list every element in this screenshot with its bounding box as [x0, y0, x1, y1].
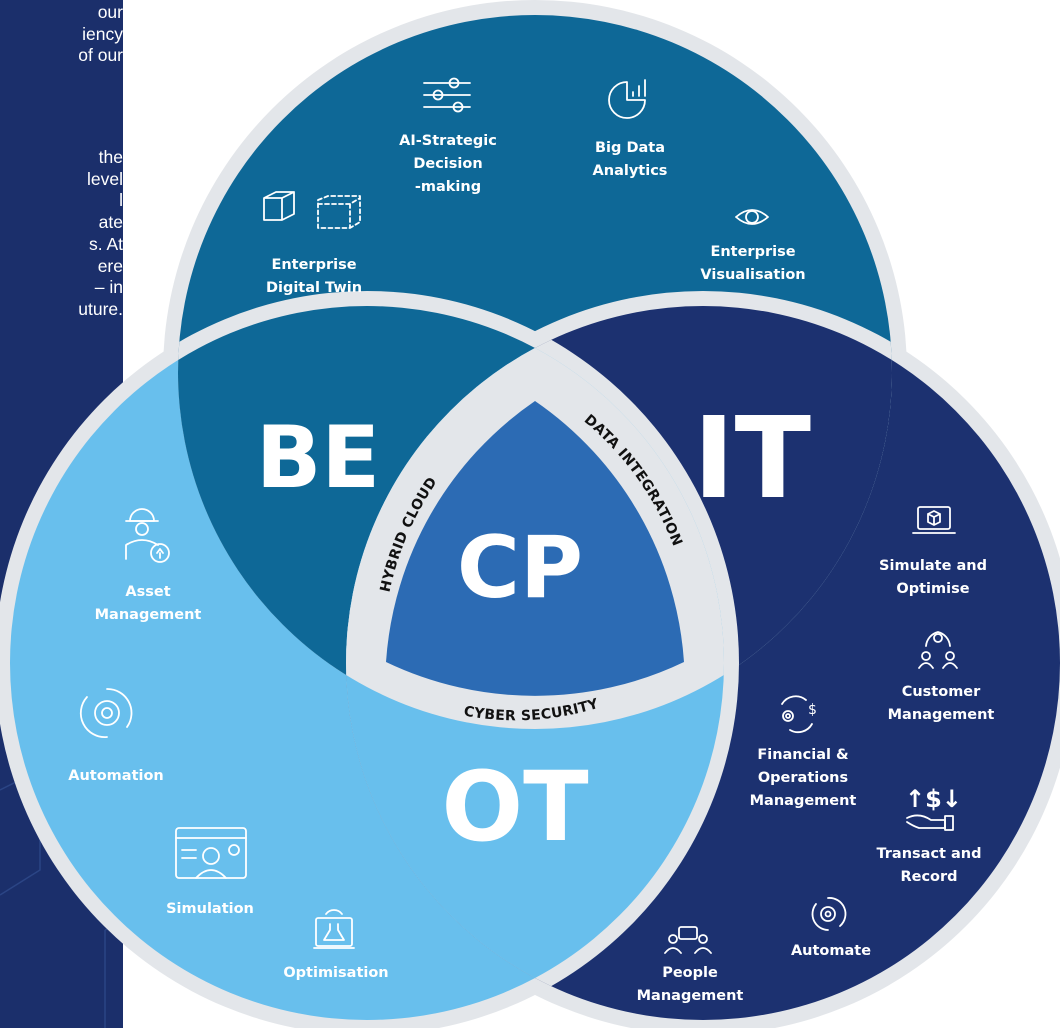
ot-label: OT [441, 751, 588, 863]
item-label: Automation [68, 768, 164, 784]
item-label: Customer [902, 684, 981, 700]
text-line: our [97, 2, 123, 22]
item-label: Financial & [757, 747, 849, 763]
text-line: the [98, 147, 123, 167]
item-label: Asset [125, 584, 170, 600]
text-line: – in [94, 277, 123, 298]
automation-gear-icon [79, 688, 133, 738]
item-label: Analytics [593, 163, 668, 179]
body-paragraph: the level l ate s. At ere – in uture. [0, 147, 123, 321]
lab-flask-icon [313, 909, 355, 949]
item-label: Operations [758, 770, 848, 786]
cp-region [386, 401, 684, 696]
intro-paragraph: our iency of our [0, 2, 123, 67]
item-label: AI-Strategic [399, 133, 497, 149]
item-label: Record [900, 869, 957, 885]
text-line: uture. [78, 298, 123, 319]
item-label: Big Data [595, 140, 665, 156]
text-line: s. At [88, 233, 123, 254]
pie-chart-icon [608, 79, 646, 119]
item-label: Simulate and [879, 558, 987, 574]
item-label: Optimise [896, 581, 969, 597]
text-line: iency [82, 23, 123, 44]
item-label: Automate [791, 943, 871, 959]
text-line: ere [97, 255, 123, 276]
it-label: IT [693, 394, 811, 524]
item-label: -making [415, 179, 481, 195]
item-label: Management [95, 607, 202, 623]
item-label: Transact and [876, 846, 981, 862]
svg-text:$: $ [808, 702, 817, 718]
text-line: of our [78, 45, 123, 66]
text-line: level [87, 168, 123, 189]
item-label: Visualisation [700, 267, 805, 283]
item-label: Enterprise [710, 244, 795, 260]
gear-dollar-icon: $ [781, 695, 817, 734]
item-label: Simulation [166, 901, 254, 917]
simulation-screen-icon [175, 827, 247, 879]
item-label: Optimisation [283, 965, 388, 981]
laptop-cube-icon [912, 506, 956, 534]
svg-text:↑$↓: ↑$↓ [905, 785, 962, 813]
customer-group-icon [918, 631, 958, 669]
people-chat-icon [664, 926, 712, 954]
be-label: BE [256, 408, 380, 508]
sliders-icon [423, 77, 471, 113]
item-label: Management [888, 707, 995, 723]
item-label: People [662, 965, 718, 981]
text-line: ate [98, 212, 123, 233]
text-line: l [119, 190, 123, 211]
item-label: Management [750, 793, 857, 809]
item-label: Management [637, 988, 744, 1004]
item-label: Decision [413, 156, 482, 172]
dollar-hand-icon: ↑$↓ [905, 785, 962, 831]
cp-label: CP [457, 518, 583, 618]
digital-twin-cube-icon [263, 191, 361, 229]
item-label: Enterprise [271, 257, 356, 273]
item-label: Digital Twin [266, 280, 362, 296]
gear-cycle-icon [811, 897, 847, 931]
eye-icon [735, 209, 769, 225]
engineer-icon [125, 508, 170, 563]
